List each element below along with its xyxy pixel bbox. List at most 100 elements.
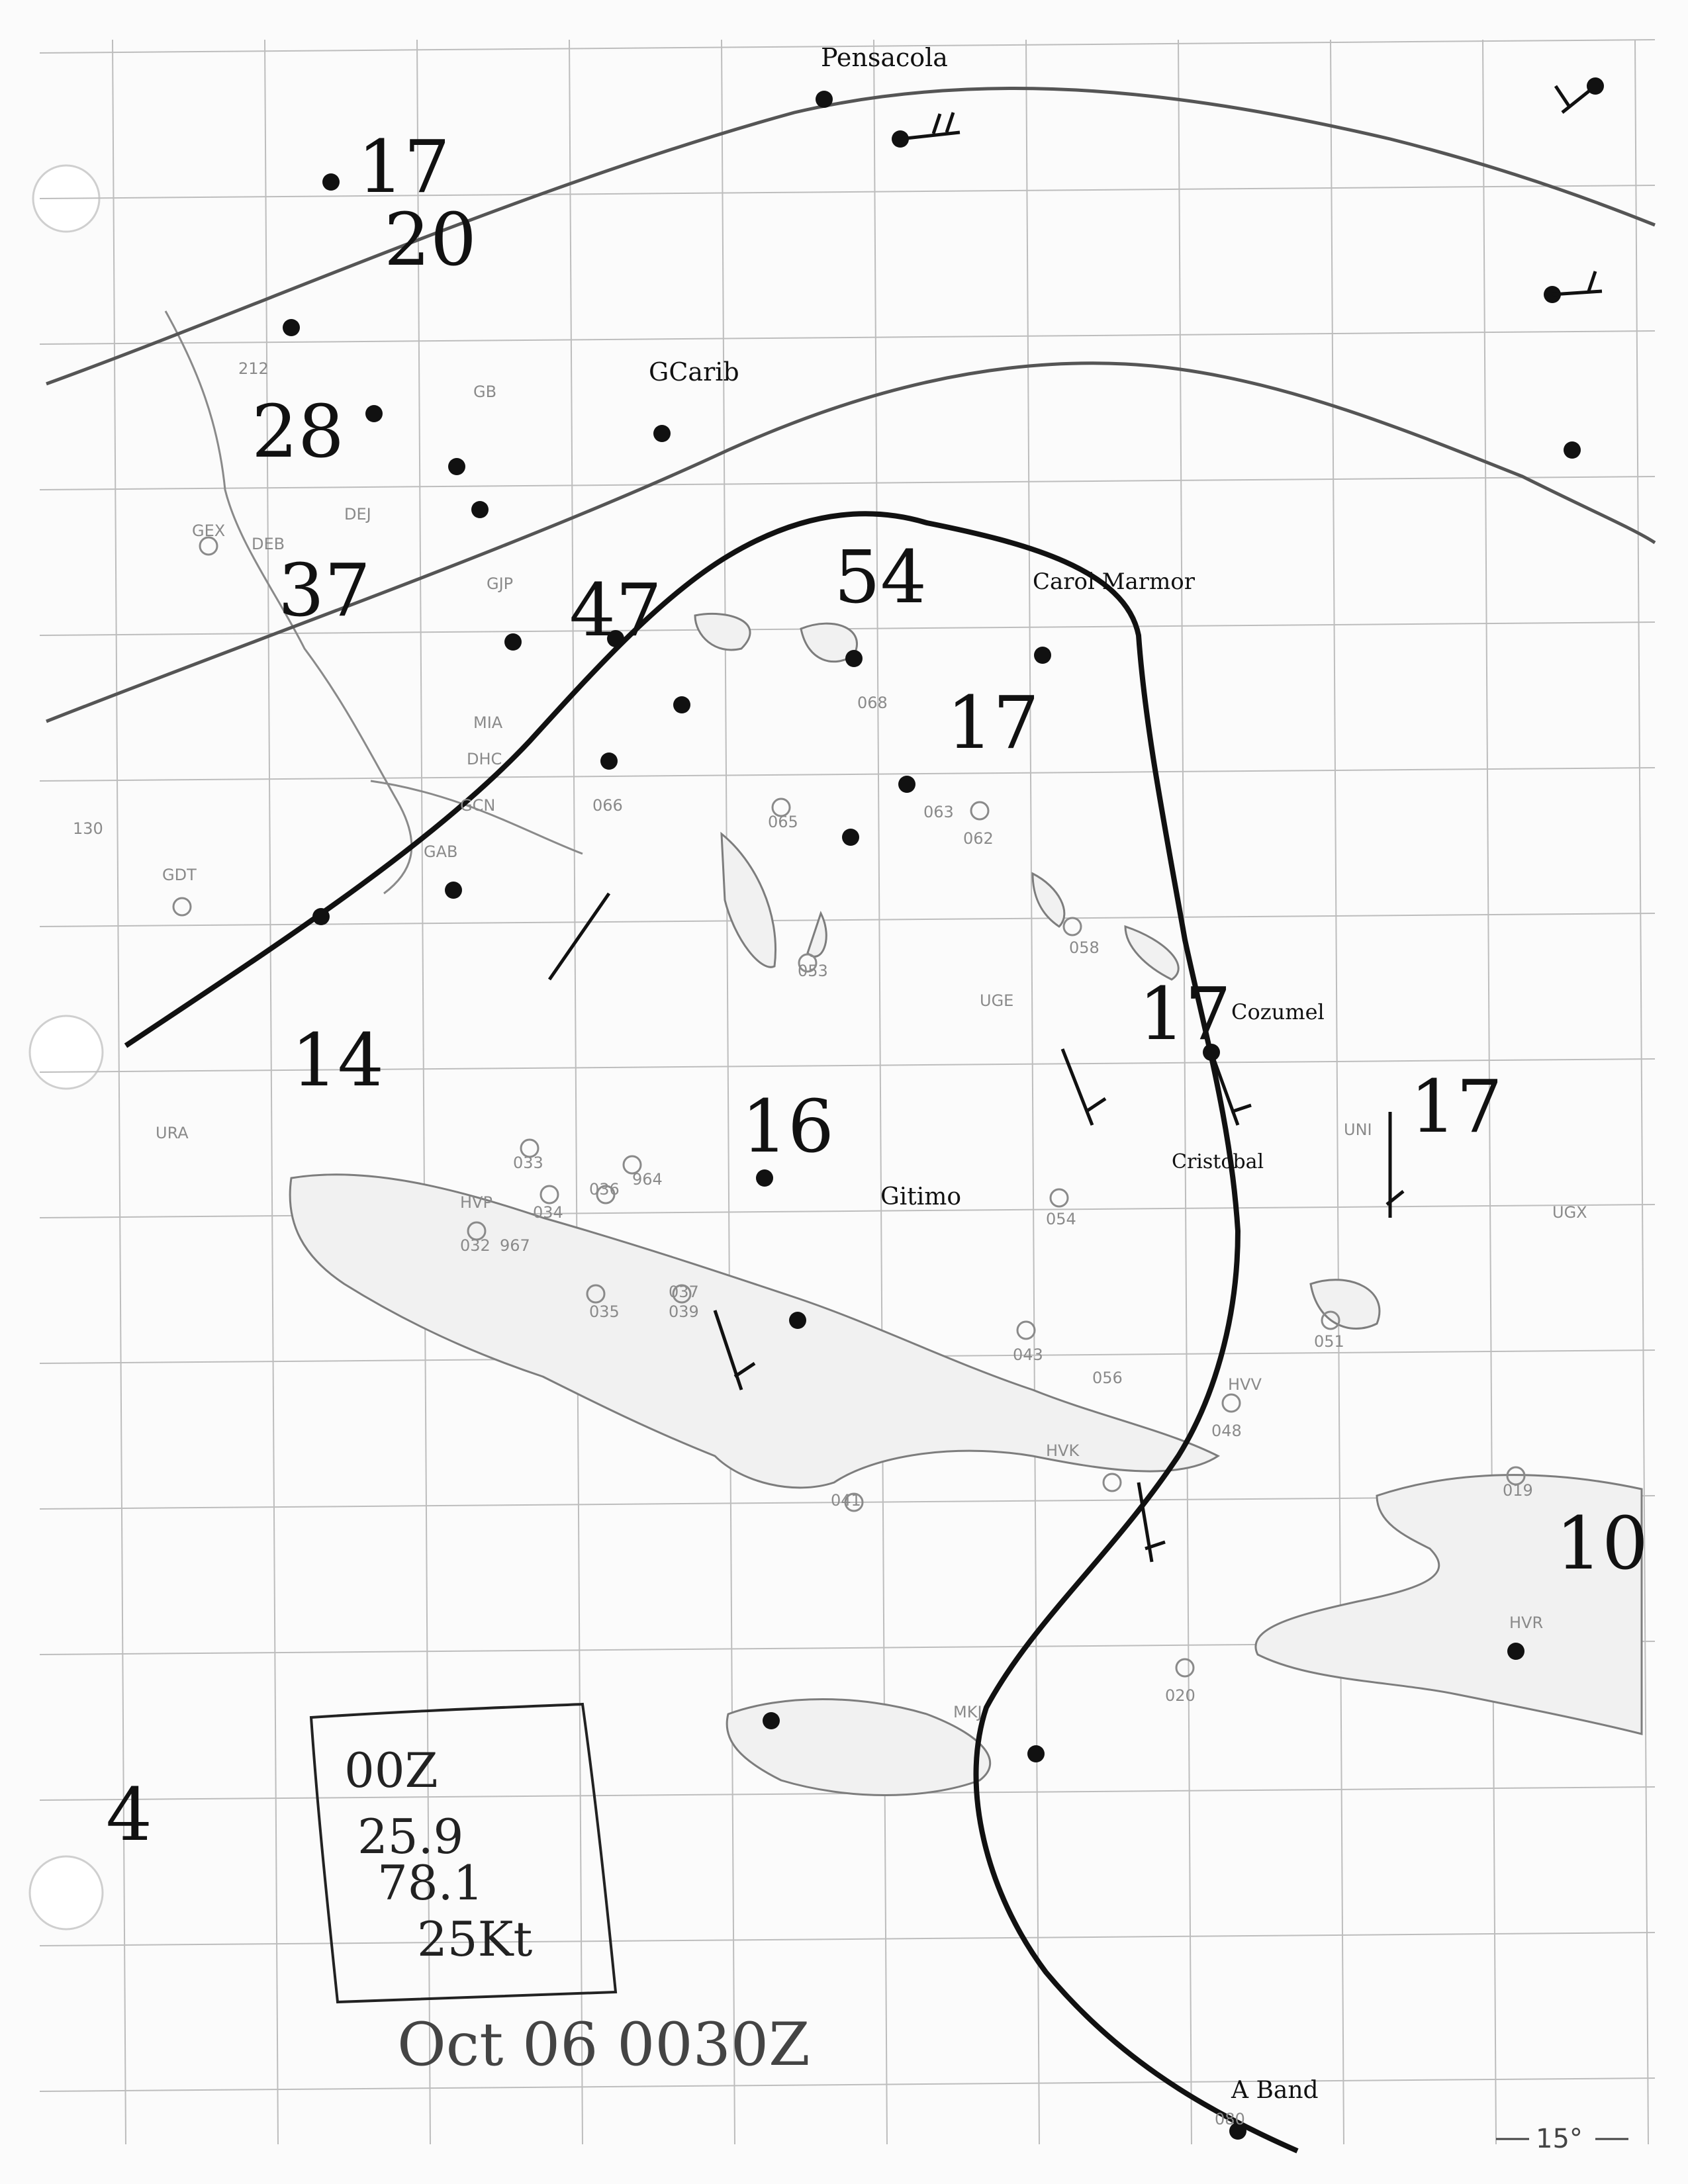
report-dot <box>600 752 618 770</box>
station-circle <box>1016 1320 1036 1340</box>
coastlines <box>164 310 1643 1796</box>
report-dot <box>816 91 833 108</box>
station-id-uge: UGE <box>980 991 1013 1010</box>
place-note-carol-marmor: Carol Marmor <box>1033 569 1196 595</box>
bahamas-andros <box>720 831 776 968</box>
report-dot <box>607 630 624 647</box>
station-id-uni: UNI <box>1344 1120 1372 1139</box>
plotted-reports <box>283 77 1604 2140</box>
station-value: 035 <box>589 1302 620 1321</box>
station-value: 054 <box>1046 1210 1076 1228</box>
report-dot <box>898 776 915 793</box>
place-note-cozumel: Cozumel <box>1231 999 1325 1024</box>
report-dot <box>471 501 489 518</box>
station-value: 019 <box>1503 1481 1533 1500</box>
station-value: 032 <box>460 1236 491 1255</box>
place-note-pensacola: Pensacola <box>821 43 948 72</box>
station-id-dej: DEJ <box>344 505 371 523</box>
station-circle <box>467 1221 487 1241</box>
station-value: 212 <box>238 359 269 378</box>
isobar-label: 17 <box>357 124 450 209</box>
station-circle <box>1049 1188 1069 1208</box>
station-circle <box>622 1155 642 1175</box>
place-note-gcarib: GCarib <box>649 357 739 387</box>
station-circle <box>1102 1473 1122 1492</box>
isobar-label: 14 <box>291 1018 384 1103</box>
isobar-label: 28 <box>252 389 344 474</box>
isobars <box>46 86 1656 2154</box>
wind-barbs <box>547 85 1603 1563</box>
station-circle <box>520 1138 539 1158</box>
station-circle <box>771 797 791 817</box>
station-value: 967 <box>500 1236 530 1255</box>
isobar-1020 <box>46 361 1656 723</box>
station-id-gb: GB <box>473 383 496 401</box>
station-value: 051 <box>1314 1332 1344 1351</box>
station-value: 020 <box>1165 1686 1196 1705</box>
station-id-deb: DEB <box>252 535 285 553</box>
report-dot <box>1027 1745 1045 1762</box>
isobar-label: 10 <box>1556 1501 1648 1586</box>
isobar-label: 17 <box>1139 972 1231 1056</box>
station-ids: DEB DEJ GJP DHC GCN GAB GDT MIA GEX URA … <box>156 383 1587 1721</box>
report-dot <box>842 829 859 846</box>
station-value: 039 <box>669 1302 699 1321</box>
chart-timestamp: Oct 06 0030Z <box>397 2010 810 2079</box>
place-note-gitimo: Gitimo <box>880 1183 961 1210</box>
station-value: 043 <box>1013 1345 1043 1364</box>
station-value: 964 <box>632 1170 663 1189</box>
station-value: 053 <box>798 962 828 980</box>
station-value: 048 <box>1211 1422 1242 1440</box>
report-dot <box>312 908 330 925</box>
place-note-a-band: A Band <box>1231 2077 1319 2104</box>
station-circle <box>172 897 192 917</box>
place-notes: Pensacola GCarib Carol Marmor Cozumel Gi… <box>649 43 1325 2104</box>
station-value: 036 <box>589 1180 620 1199</box>
station-circle <box>970 801 990 821</box>
station-id-gdt: GDT <box>162 866 197 884</box>
station-id-ugx: UGX <box>1552 1203 1587 1222</box>
isobar-labels: 17 20 28 37 47 54 17 14 16 17 17 4 10 <box>106 124 1648 1857</box>
station-value: 065 <box>768 813 798 831</box>
station-value: 041 <box>831 1491 861 1510</box>
isobar-label: 47 <box>569 568 662 653</box>
report-dot <box>845 650 863 667</box>
annotation-longitude: 78.1 <box>377 1855 483 1911</box>
annotation-latitude: 25.9 <box>357 1809 463 1864</box>
station-value: 056 <box>1092 1369 1123 1387</box>
station-circles <box>172 536 1526 1678</box>
annotation-speed: 25Kt <box>417 1911 532 1967</box>
station-id-gab: GAB <box>424 842 457 861</box>
station-id-gcn: GCN <box>460 796 495 815</box>
report-dot <box>1229 2122 1246 2140</box>
station-value: 080 <box>1215 2110 1245 2128</box>
station-circle <box>586 1284 606 1304</box>
cuba <box>289 1173 1220 1489</box>
station-value: 033 <box>513 1154 543 1172</box>
florida-coast <box>164 310 413 895</box>
binder-hole-top <box>28 1015 104 1090</box>
report-dot <box>283 319 300 336</box>
isobar-label: 37 <box>278 548 371 633</box>
station-id-hvv: HVV <box>1228 1375 1262 1394</box>
station-circle <box>798 953 818 973</box>
report-dot <box>653 425 671 442</box>
annotation-time: 00Z <box>344 1743 438 1798</box>
station-id-dhc: DHC <box>467 750 502 768</box>
station-circle <box>672 1284 692 1304</box>
station-circle <box>1062 917 1082 936</box>
report-dot <box>1564 441 1581 459</box>
report-dot <box>789 1312 806 1329</box>
binder-hole-mid <box>28 1855 104 1931</box>
station-circle <box>844 1492 864 1512</box>
isobar-1017 <box>46 86 1656 386</box>
isobar-label: 4 <box>106 1772 152 1857</box>
station-value: 130 <box>73 819 103 838</box>
station-values: 212 033 034 032 967 036 964 065 062 058 … <box>73 359 1533 2128</box>
station-id-hvp: HVP <box>460 1193 492 1212</box>
station-circle <box>1321 1310 1340 1330</box>
report-dot <box>365 405 383 422</box>
annotation-box-outline <box>309 1702 618 2004</box>
